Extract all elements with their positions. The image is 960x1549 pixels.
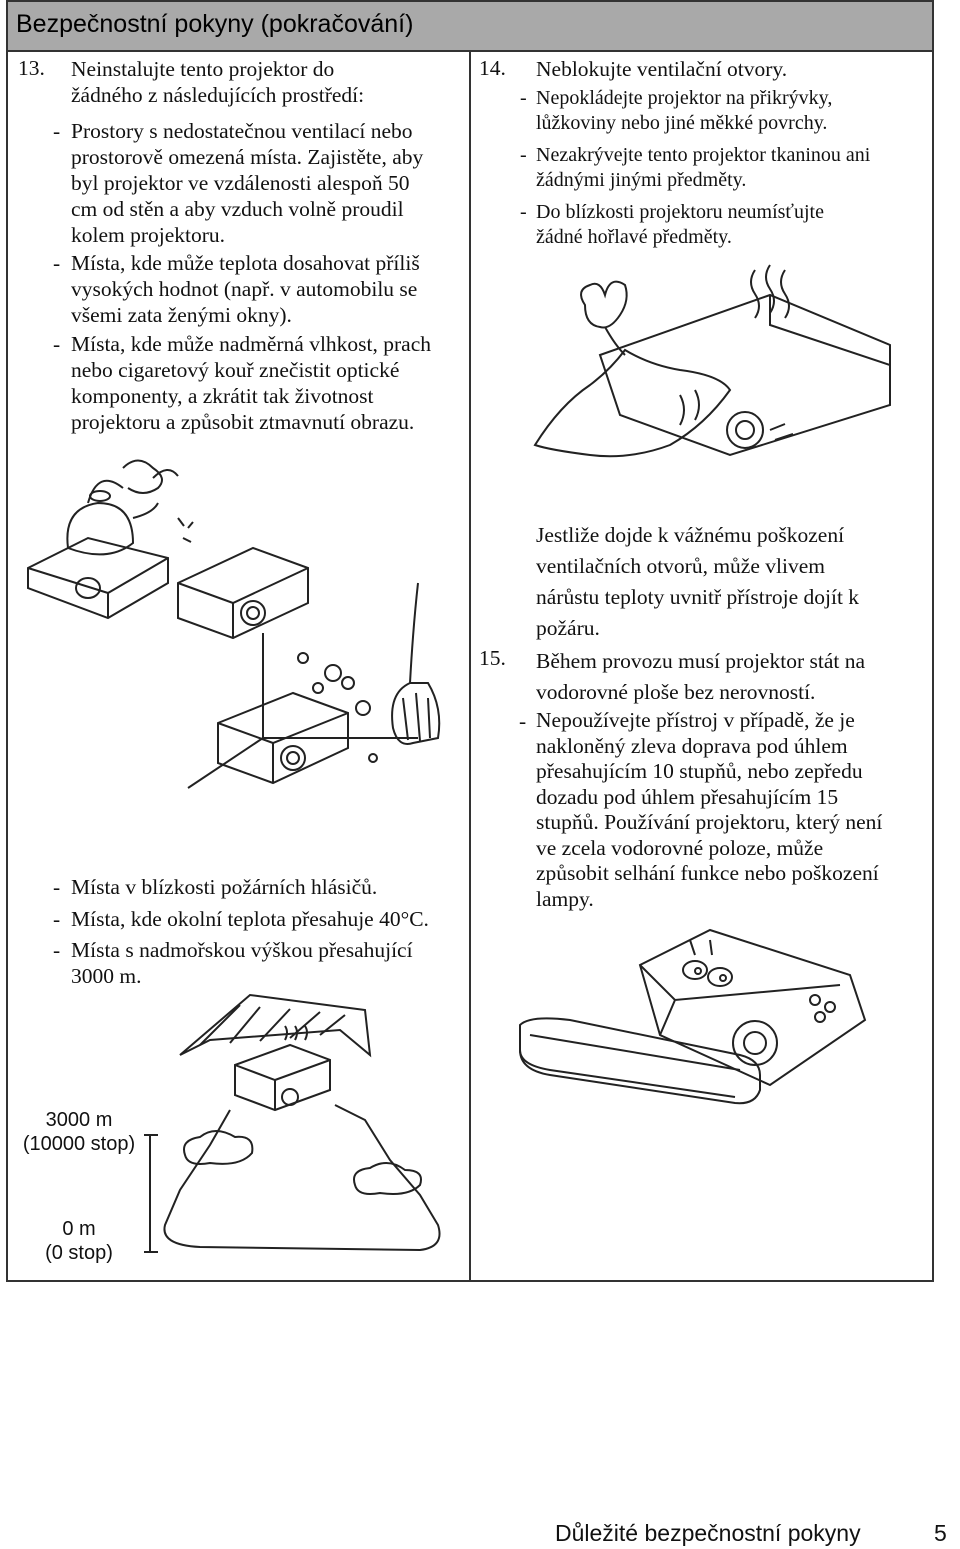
bullet-humidity: Místa, kde může nadměrná vlhkost, prach … — [71, 331, 431, 435]
text-line: Místa, kde může teplota dosahovat příliš — [71, 251, 420, 275]
bullet-marker: - — [53, 251, 61, 275]
page-number: 5 — [934, 1520, 947, 1546]
text-line: lůžkoviny nebo jiné měkké povrchy. — [536, 112, 828, 134]
item-14-number: 14. — [479, 56, 506, 80]
bullet-marker: - — [53, 332, 61, 356]
text-line: Prostory s nedostatečnou ventilací nebo — [71, 119, 413, 143]
text-line: kolem projektoru. — [71, 223, 226, 247]
text-line: komponenty, a zkrátit tak životnost — [71, 384, 374, 408]
bullet-ambient-temp: Místa, kde okolní teplota přesahuje 40°C… — [71, 906, 429, 932]
column-divider — [469, 52, 471, 1282]
bullet-marker: - — [53, 119, 61, 143]
bullet-marker: - — [519, 709, 527, 733]
text-line: dozadu pod úhlem přesahujícím 15 — [536, 784, 839, 809]
text-line: prostorově omezená místa. Zajistěte, aby — [71, 145, 424, 169]
bullet-flammable: Do blízkosti projektoru neumísťujte žádn… — [536, 200, 824, 250]
footer-section-title: Důležité bezpečnostní pokyny — [555, 1520, 861, 1546]
warning-fire: Jestliže dojde k vážnému poškození venti… — [536, 520, 859, 644]
text-line: žádné hořlavé předměty. — [536, 226, 732, 248]
text-line: všemi zata ženými okny). — [71, 303, 292, 327]
bullet-temperature: Místa, kde může teplota dosahovat příliš… — [71, 250, 420, 328]
text-line: Místa, kde okolní teplota přesahuje 40°C… — [71, 907, 429, 931]
text-line: Nepokládejte projektor na přikrývky, — [536, 87, 833, 109]
bullet-marker: - — [520, 144, 527, 166]
text-line: vysokých hodnot (např. v automobilu se — [71, 277, 418, 301]
text-line: Během provozu musí projektor stát na — [536, 649, 865, 673]
bullet-fire-detectors: Místa v blízkosti požárních hlásičů. — [71, 874, 377, 900]
item-13-lead: Neinstalujte tento projektor do žádného … — [71, 56, 364, 108]
text-line: Nepoužívejte přístroj v případě, že je — [536, 708, 855, 732]
item-14-lead: Neblokujte ventilační otvory. — [536, 56, 787, 82]
page-title: Bezpečnostní pokyny (pokračování) — [16, 10, 414, 38]
text-line: přesahujícím 10 stupňů, nebo zepředu — [536, 759, 863, 783]
text-line: požáru. — [536, 616, 600, 640]
bullet-marker: - — [53, 875, 61, 899]
text-line: ventilačních otvorů, může vlivem — [536, 554, 825, 578]
bullet-blankets: Nepokládejte projektor na přikrývky, lůž… — [536, 86, 832, 136]
bullet-tilt: Nepoužívejte přístroj v případě, že je n… — [536, 708, 882, 912]
text-line: vodorovné ploše bez nerovností. — [536, 680, 816, 704]
text-line: nebo cigaretový kouř znečistit optické — [71, 358, 400, 382]
tilted-projector-illustration — [519, 928, 867, 1105]
mountain-altitude-illustration — [144, 993, 441, 1253]
section-header: Bezpečnostní pokyny (pokračování) — [6, 0, 934, 52]
text-line: Do blízkosti projektoru neumísťujte — [536, 201, 824, 223]
text-line: 3000 m. — [71, 964, 142, 988]
bullet-ventilation: Prostory s nedostatečnou ventilací nebo … — [71, 118, 423, 248]
bullet-altitude: Místa s nadmořskou výškou přesahující 30… — [71, 937, 413, 989]
text-line: Neinstalujte tento projektor do — [71, 57, 335, 81]
text-line: žádnými jinými předměty. — [536, 169, 747, 191]
bullet-marker: - — [53, 907, 61, 931]
text-line: lampy. — [536, 886, 594, 911]
text-line: (10000 stop) — [22, 1133, 136, 1155]
text-line: (0 stop) — [45, 1242, 113, 1264]
text-line: Místa, kde může nadměrná vlhkost, prach — [71, 332, 432, 356]
text-line: Nezakrývejte tento projektor tkaninou an… — [536, 144, 871, 166]
text-line: ve zcela vodorovné poloze, může — [536, 835, 824, 860]
text-line: stupňů. Používání projektoru, který není — [536, 810, 883, 834]
text-line: 0 m — [62, 1218, 96, 1240]
text-line: nárůstu teploty uvnitř přístroje dojít k — [536, 585, 860, 609]
item-13-number: 13. — [18, 56, 45, 80]
item-15-lead: Během provozu musí projektor stát na vod… — [536, 646, 865, 708]
bullet-cloth: Nezakrývejte tento projektor tkaninou an… — [536, 143, 870, 193]
text-line: žádného z následujících prostředí: — [71, 83, 365, 107]
text-line: cm od stěn a aby vzduch volně proudil — [71, 197, 404, 221]
kettle-dust-illustration — [27, 459, 441, 789]
text-line: Místa s nadmořskou výškou přesahující — [71, 938, 413, 962]
text-line: Neblokujte ventilační otvory. — [536, 57, 788, 81]
item-15-number: 15. — [479, 646, 506, 670]
altitude-bottom-label: 0 m (0 stop) — [14, 1217, 144, 1265]
bullet-marker: - — [520, 87, 527, 109]
text-line: byl projektor ve vzdálenosti alespoň 50 — [71, 171, 410, 195]
altitude-top-label: 3000 m (10000 stop) — [14, 1108, 144, 1156]
text-line: Jestliže dojde k vážnému poškození — [536, 523, 845, 547]
bullet-marker: - — [53, 938, 61, 962]
bullet-marker: - — [520, 201, 527, 223]
text-line: způsobit selhání funkce nebo poškození — [536, 861, 879, 885]
text-line: 3000 m — [45, 1109, 113, 1131]
text-line: Místa v blízkosti požárních hlásičů. — [71, 875, 378, 899]
covered-projector-illustration — [533, 264, 891, 458]
text-line: nakloněný zleva doprava pod úhlem — [536, 733, 848, 758]
text-line: projektoru a způsobit ztmavnutí obrazu. — [71, 410, 415, 434]
